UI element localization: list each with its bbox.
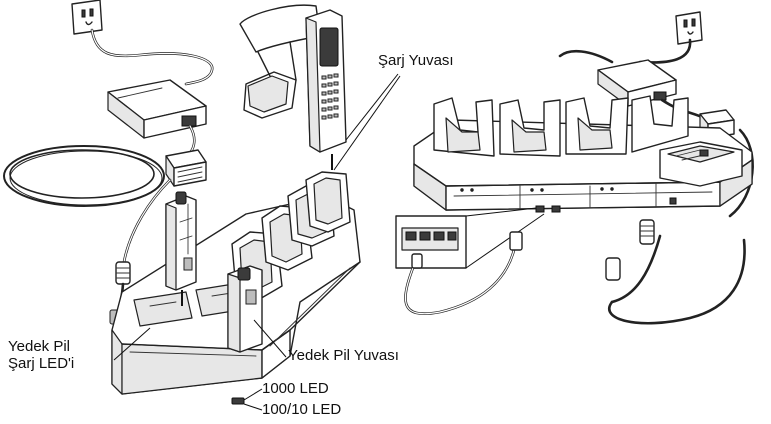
wall-outlet-left — [71, 0, 103, 35]
dc-plug-right — [605, 219, 655, 281]
label-100-10-led: 100/10 LED — [262, 401, 342, 418]
label-spare-battery-slot: Yedek Pil Yuvası — [288, 347, 399, 364]
battery-charger-module — [659, 141, 743, 187]
label-spare-battery-led-line2: Şarj LED'i — [8, 355, 75, 372]
coiled-cable-left — [3, 145, 165, 207]
label-1000-led: 1000 LED — [262, 380, 329, 397]
wall-outlet-right — [675, 11, 703, 45]
label-spare-battery-led-line1: Yedek Pil — [8, 338, 70, 355]
inline-connector-left — [165, 149, 207, 187]
left-cradle-assembly — [3, 0, 401, 411]
ethernet-plug — [509, 231, 523, 251]
spare-battery-seated — [227, 265, 263, 353]
device-cups-right — [433, 95, 689, 157]
power-supply-left — [107, 79, 207, 139]
spare-battery-inserting — [165, 191, 197, 291]
device-keypad — [321, 73, 339, 120]
led-indicators — [231, 397, 245, 405]
mobile-computer-device — [239, 4, 347, 153]
right-cradle-assembly — [395, 11, 754, 325]
label-cradle-slot: Şarj Yuvası — [378, 52, 454, 69]
ethernet-port-inset — [395, 207, 545, 269]
